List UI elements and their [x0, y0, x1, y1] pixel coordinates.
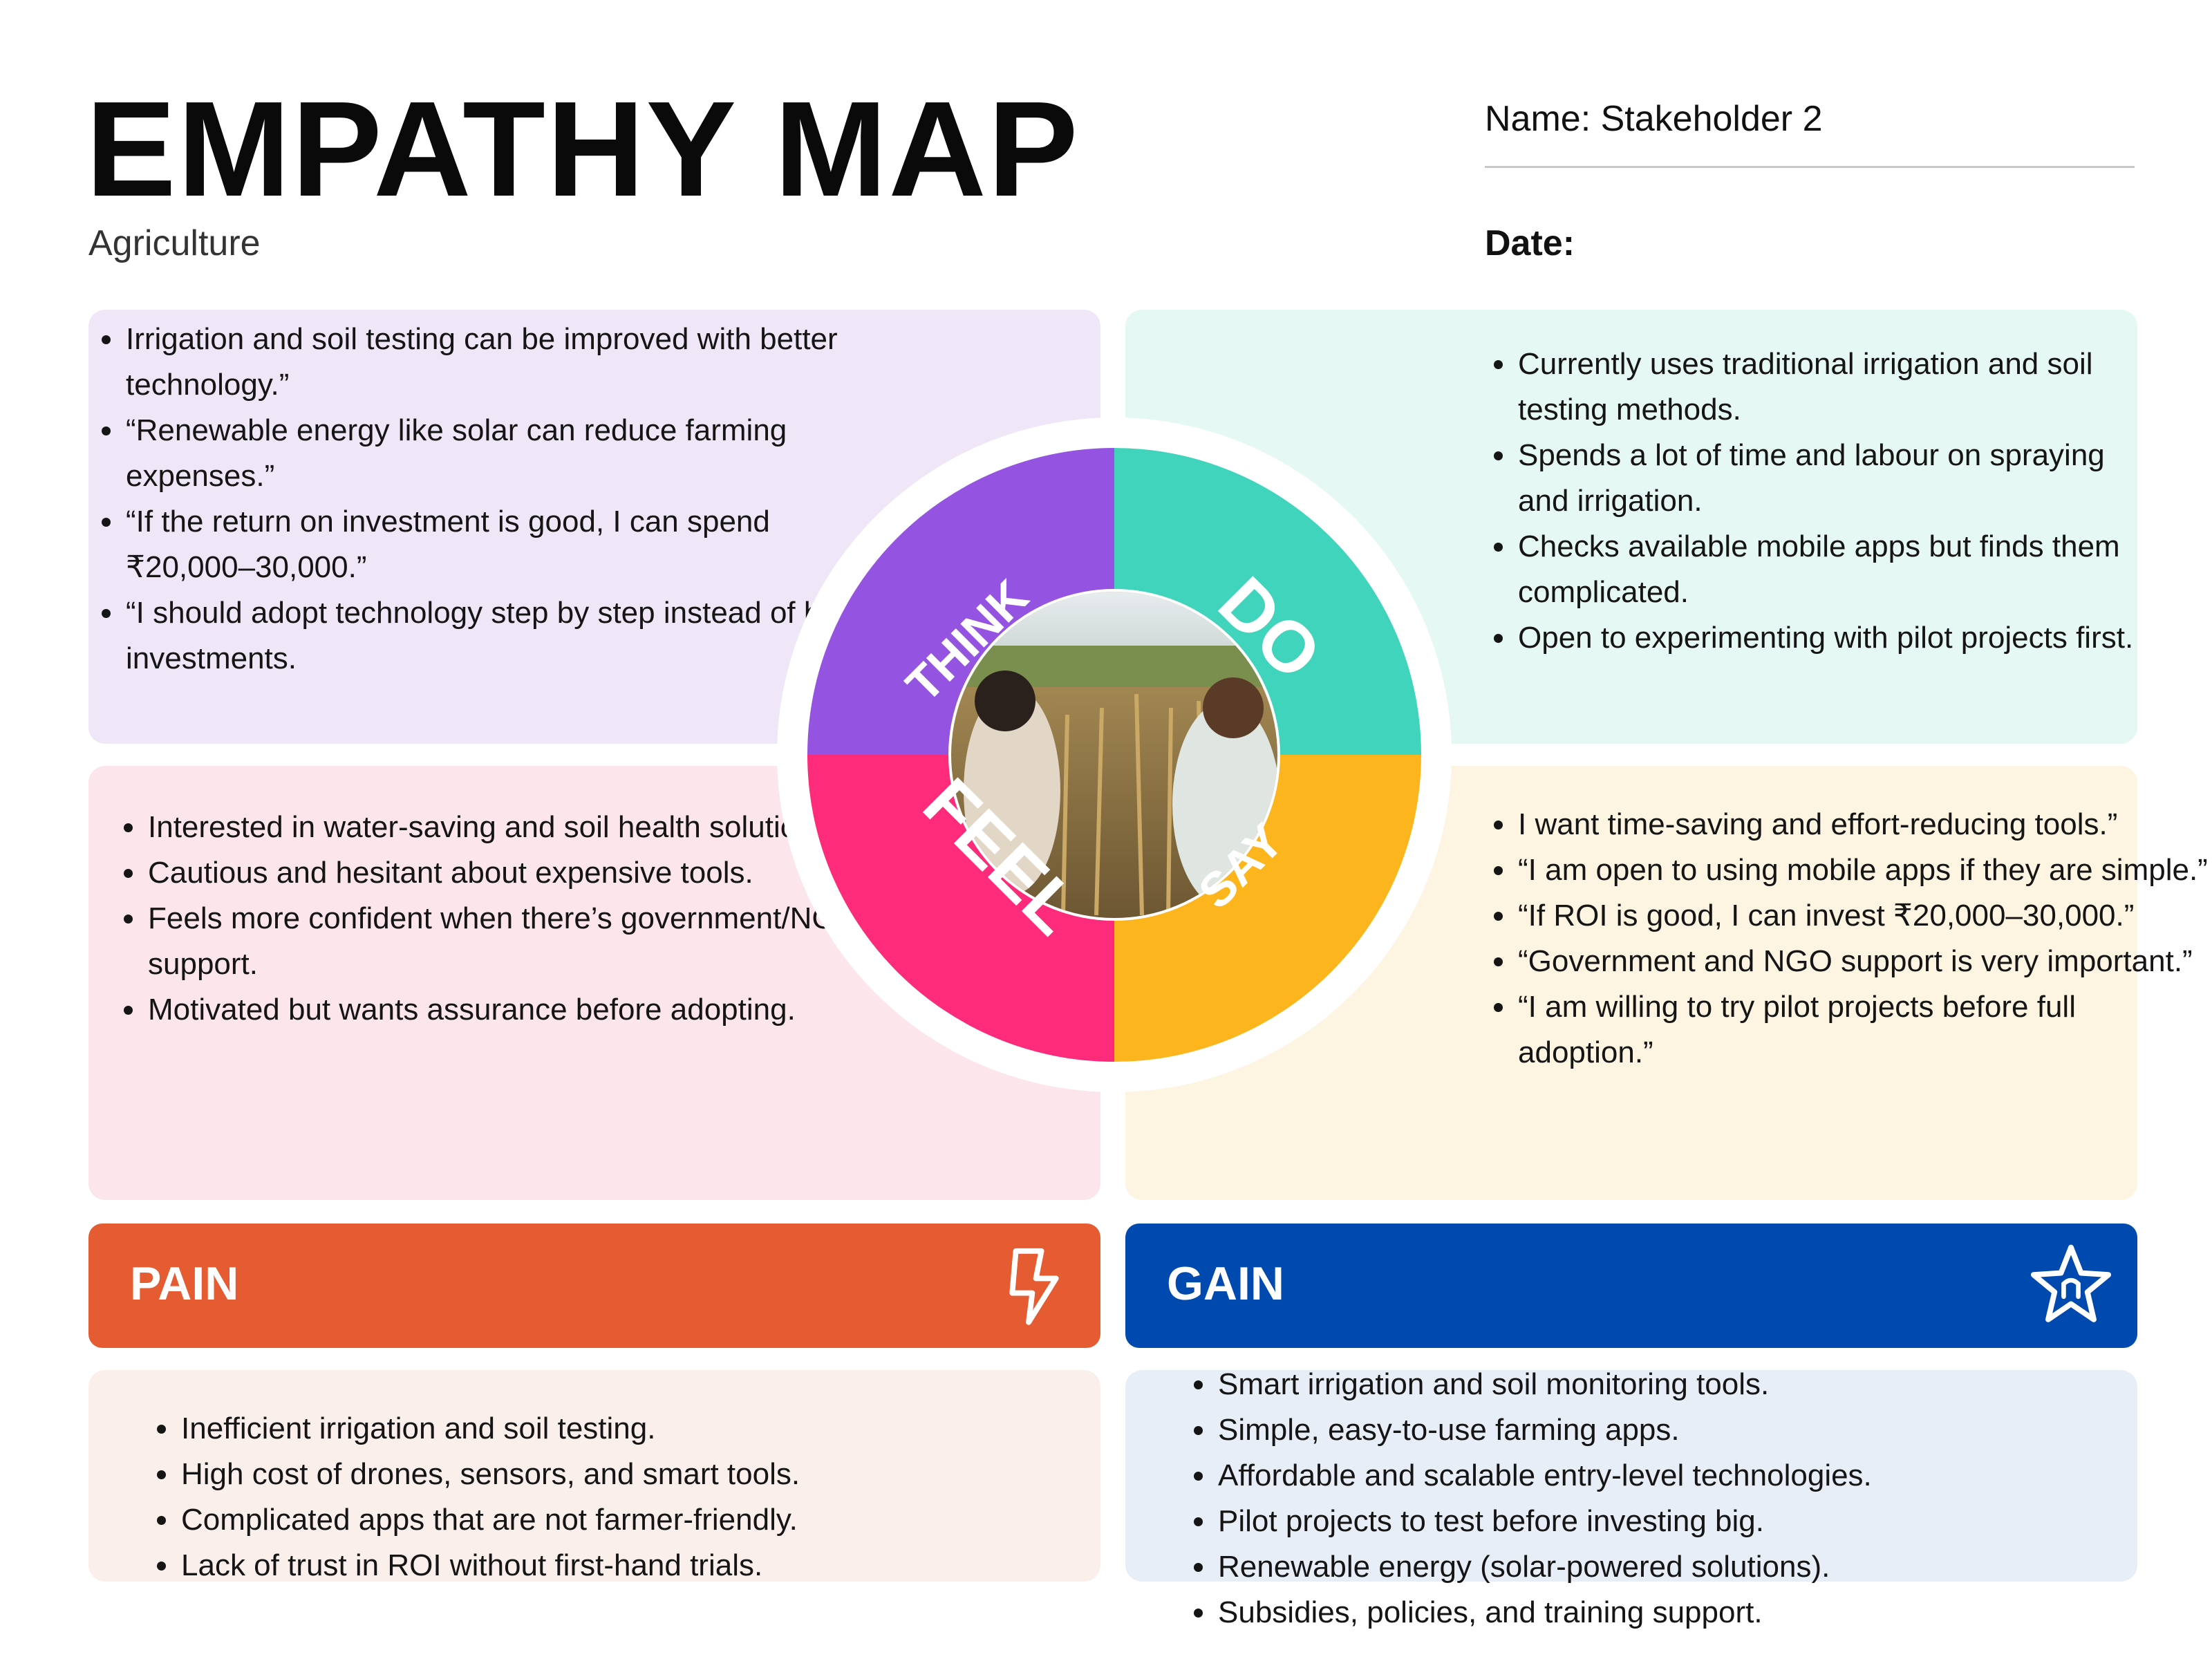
do-item: Spends a lot of time and labour on spray…: [1517, 433, 2153, 524]
feel-item: Interested in water-saving and soil heal…: [147, 805, 893, 850]
date-field: Date:: [1485, 223, 1575, 263]
gain-item: Pilot projects to test before investing …: [1217, 1499, 2115, 1544]
gain-item: Affordable and scalable entry-level tech…: [1217, 1453, 2115, 1499]
gain-item: Smart irrigation and soil monitoring too…: [1217, 1362, 2115, 1407]
page-subtitle: Agriculture: [88, 223, 261, 263]
name-field: Name: Stakeholder 2: [1485, 99, 1823, 139]
gain-title: GAIN: [1167, 1257, 1284, 1310]
say-item: “If ROI is good, I can invest ₹20,000–30…: [1517, 893, 2208, 939]
say-item: “I am willing to try pilot projects befo…: [1517, 984, 2208, 1076]
do-list: Currently uses traditional irrigation an…: [1479, 341, 2153, 661]
think-item: “If the return on investment is good, I …: [124, 499, 906, 590]
do-item: Checks available mobile apps but finds t…: [1517, 524, 2153, 615]
pain-item: Lack of trust in ROI without first-hand …: [180, 1543, 1009, 1588]
say-item: I want time-saving and effort-reducing t…: [1517, 802, 2208, 847]
do-item: Currently uses traditional irrigation an…: [1517, 341, 2153, 433]
think-list: Irrigation and soil testing can be impro…: [87, 317, 906, 682]
do-item: Open to experimenting with pilot project…: [1517, 615, 2153, 661]
think-item: “I should adopt technology step by step …: [124, 590, 906, 682]
pain-item: Complicated apps that are not farmer-fri…: [180, 1497, 1009, 1543]
empathy-wheel-svg: THINK DO FEEL SAY: [777, 418, 1452, 1092]
gain-item: Subsidies, policies, and training suppor…: [1217, 1590, 2115, 1635]
think-item: Irrigation and soil testing can be impro…: [124, 317, 906, 408]
pain-item: Inefficient irrigation and soil testing.: [180, 1406, 1009, 1452]
feel-item: Cautious and hesitant about expensive to…: [147, 850, 893, 896]
gain-list: Smart irrigation and soil monitoring too…: [1179, 1362, 2115, 1635]
pain-panel: [88, 1370, 1100, 1582]
feel-list: Interested in water-saving and soil heal…: [109, 805, 893, 1033]
say-list: I want time-saving and effort-reducing t…: [1479, 802, 2208, 1076]
pain-header: PAIN: [88, 1224, 1100, 1348]
gain-item: Renewable energy (solar-powered solution…: [1217, 1544, 2115, 1590]
think-item: “Renewable energy like solar can reduce …: [124, 408, 906, 499]
gain-header: GAIN: [1125, 1224, 2137, 1348]
empathy-wheel: THINK DO FEEL SAY: [777, 418, 1452, 1092]
gain-panel: [1125, 1370, 2137, 1582]
pain-list: Inefficient irrigation and soil testing.…: [142, 1406, 1009, 1588]
gain-item: Simple, easy-to-use farming apps.: [1217, 1407, 2115, 1453]
say-item: “I am open to using mobile apps if they …: [1517, 847, 2208, 893]
feel-item: Feels more confident when there’s govern…: [147, 896, 893, 987]
lightning-bolt-icon: [1009, 1248, 1059, 1325]
name-underline: [1485, 166, 2135, 168]
star-icon: [2030, 1244, 2112, 1322]
feel-item: Motivated but wants assurance before ado…: [147, 987, 893, 1033]
pain-item: High cost of drones, sensors, and smart …: [180, 1452, 1009, 1497]
pain-title: PAIN: [130, 1257, 239, 1310]
page-title: EMPATHY MAP: [86, 73, 1080, 225]
say-item: “Government and NGO support is very impo…: [1517, 939, 2208, 984]
